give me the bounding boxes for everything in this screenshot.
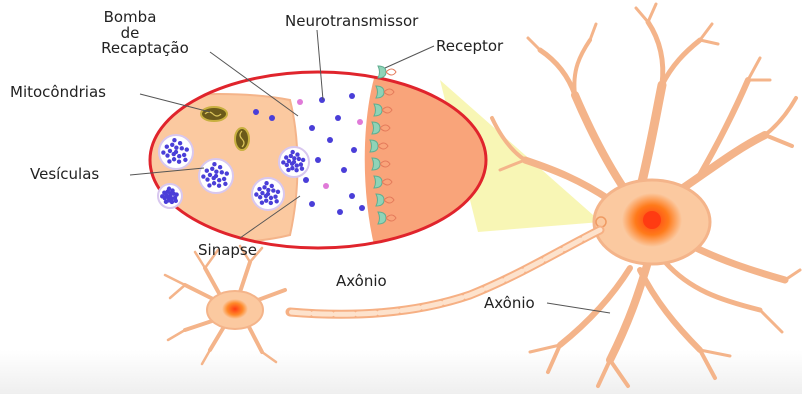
- label-neurotransmissor: Neurotransmissor: [285, 12, 419, 30]
- synaptic-vesicle-icon: [199, 159, 233, 193]
- receptor-protein-icon: [378, 66, 396, 78]
- neurotransmitter-dot: [351, 147, 357, 153]
- synaptic-vesicle-icon: [252, 178, 284, 210]
- label-bomba-line3: Recaptação: [101, 39, 189, 57]
- neurotransmitter-dot: [309, 201, 315, 207]
- neurotransmitter-dot: [349, 193, 355, 199]
- neurotransmitter-dot: [319, 97, 325, 103]
- neurotransmitter-dot: [357, 119, 363, 125]
- label-sinapse: Sinapse: [198, 241, 257, 259]
- neurotransmitter-dot: [323, 183, 329, 189]
- neurotransmitter-dot: [327, 137, 333, 143]
- neurotransmitter-dot: [269, 115, 275, 121]
- neurotransmitter-dot: [253, 109, 259, 115]
- small-nucleus: [222, 299, 248, 319]
- synaptic-vesicle-icon: [279, 147, 309, 177]
- mitochondrion-icon: [201, 107, 227, 121]
- neurotransmitter-dot: [297, 99, 303, 105]
- leader-receptor: [385, 46, 434, 68]
- nucleolus: [643, 211, 661, 229]
- synaptic-vesicle-icon: [159, 135, 193, 169]
- label-vesiculas: Vesículas: [30, 165, 99, 183]
- label-axonio-center: Axônio: [336, 272, 387, 290]
- synaptic-vesicle-icon: [158, 184, 182, 208]
- axon-terminal: [596, 217, 606, 227]
- label-axonio-right: Axônio: [484, 294, 535, 312]
- floor-shadow: [0, 350, 802, 394]
- mitochondrion-icon: [235, 128, 249, 150]
- neurotransmitter-dot: [303, 177, 309, 183]
- neurotransmitter-dot: [359, 205, 365, 211]
- label-mitocondrias: Mitocôndrias: [10, 83, 106, 101]
- neurotransmitter-dot: [315, 157, 321, 163]
- neurotransmitter-dot: [341, 167, 347, 173]
- label-receptor: Receptor: [436, 37, 504, 55]
- neurotransmitter-dot: [337, 209, 343, 215]
- neurotransmitter-dot: [309, 125, 315, 131]
- neurotransmitter-dot: [349, 93, 355, 99]
- neurotransmitter-dot: [335, 115, 341, 121]
